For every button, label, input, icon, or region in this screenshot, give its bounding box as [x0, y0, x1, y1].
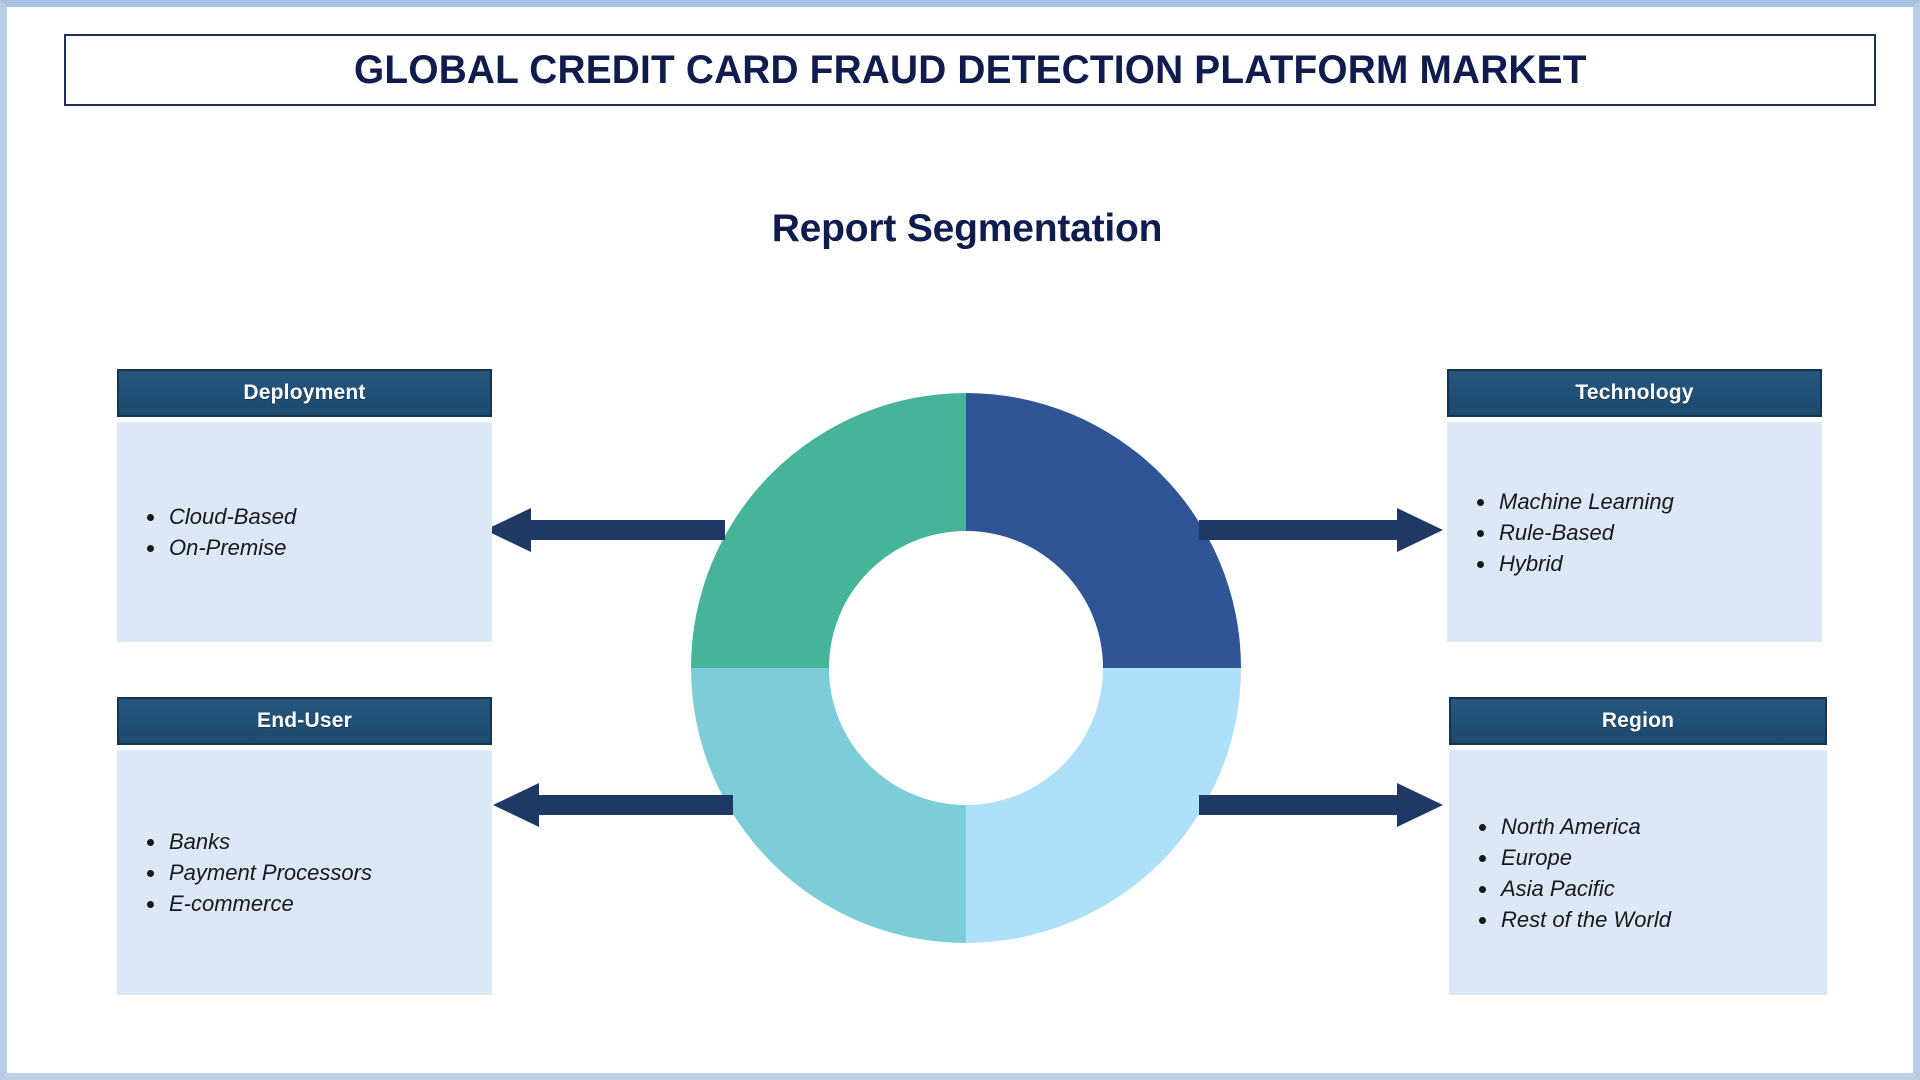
list-item: Asia Pacific — [1473, 873, 1671, 904]
segment-card-body-technology: Machine Learning Rule-Based Hybrid — [1447, 422, 1822, 642]
segment-card-body-enduser: Banks Payment Processors E-commerce — [117, 750, 492, 995]
segment-list-deployment: Cloud-Based On-Premise — [141, 501, 296, 563]
infographic-canvas: GLOBAL CREDIT CARD FRAUD DETECTION PLATF… — [7, 7, 1913, 1073]
list-item: On-Premise — [141, 532, 296, 563]
arrow-left-top — [485, 508, 725, 552]
list-item: Europe — [1473, 842, 1671, 873]
list-item: Payment Processors — [141, 857, 372, 888]
segment-list-region: North America Europe Asia Pacific Rest o… — [1473, 811, 1671, 935]
list-item: North America — [1473, 811, 1671, 842]
list-item: Cloud-Based — [141, 501, 296, 532]
list-item: Banks — [141, 826, 372, 857]
list-item: Rest of the World — [1473, 904, 1671, 935]
section-heading: Report Segmentation — [771, 207, 1163, 250]
title-box: GLOBAL CREDIT CARD FRAUD DETECTION PLATF… — [64, 34, 1876, 106]
segment-card-header-technology: Technology — [1447, 369, 1822, 417]
segment-list-technology: Machine Learning Rule-Based Hybrid — [1471, 486, 1674, 579]
segment-card-region: Region North America Europe Asia Pacific… — [1449, 697, 1827, 995]
list-item: Machine Learning — [1471, 486, 1674, 517]
list-item: Rule-Based — [1471, 517, 1674, 548]
arrow-right-bottom — [1199, 783, 1443, 827]
segment-list-enduser: Banks Payment Processors E-commerce — [141, 826, 372, 919]
segment-card-body-deployment: Cloud-Based On-Premise — [117, 422, 492, 642]
arrow-left-bottom — [493, 783, 733, 827]
segment-card-enduser: End-User Banks Payment Processors E-comm… — [117, 697, 492, 995]
list-item: Hybrid — [1471, 548, 1674, 579]
segment-card-body-region: North America Europe Asia Pacific Rest o… — [1449, 750, 1827, 995]
segment-card-technology: Technology Machine Learning Rule-Based H… — [1447, 369, 1822, 642]
segment-card-header-deployment: Deployment — [117, 369, 492, 417]
segment-card-header-enduser: End-User — [117, 697, 492, 745]
page-title: GLOBAL CREDIT CARD FRAUD DETECTION PLATF… — [353, 47, 1587, 92]
list-item: E-commerce — [141, 888, 372, 919]
donut-center-hole — [829, 531, 1103, 805]
segment-card-deployment: Deployment Cloud-Based On-Premise — [117, 369, 492, 642]
segment-card-header-region: Region — [1449, 697, 1827, 745]
arrow-right-top — [1199, 508, 1443, 552]
segmentation-donut-chart — [691, 393, 1241, 943]
